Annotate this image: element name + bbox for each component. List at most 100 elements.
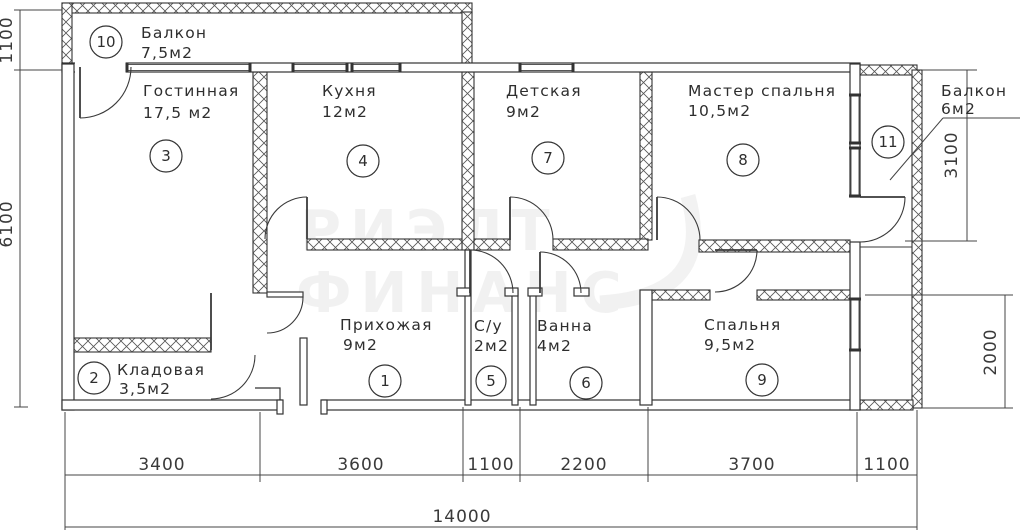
room-balcony10: Балкон 7,5м2 10 (89, 24, 207, 62)
room-master-number: 8 (738, 151, 748, 169)
dim-ticks-3100 (905, 69, 977, 242)
wall-nursery-master (639, 71, 653, 241)
wall-middle-a (306, 238, 463, 251)
watermark-swoosh (599, 194, 701, 311)
dim-left-1100: 1100 (0, 16, 17, 63)
room-living-area: 17,5 м2 (143, 104, 212, 122)
wall-stub-2 (504, 287, 519, 297)
wall-middle-c (552, 238, 649, 251)
room-nursery-area: 9м2 (506, 103, 541, 121)
plain-walls (61, 62, 861, 415)
door-arc-storage (210, 354, 256, 400)
room-bedroom-name: Спальня (704, 316, 781, 334)
door-arc-bath (539, 251, 582, 294)
room-storage-circle (77, 361, 111, 395)
dim-total-14000: 14000 (432, 507, 491, 527)
room-nursery: Детская 9м2 7 (506, 82, 582, 175)
window-bedroom (850, 299, 860, 351)
room-nursery-name: Детская (506, 82, 582, 100)
room-bath-circle (569, 366, 603, 400)
room-living-number: 3 (161, 147, 171, 165)
room-balcony11-number: 11 (878, 133, 897, 151)
wall-balcony10-right (461, 11, 473, 65)
door-arc-master (656, 196, 701, 241)
wall-wc-right (511, 289, 519, 406)
dim-bottom-3700: 3700 (728, 455, 775, 475)
wall-kitchen-nursery (461, 71, 475, 251)
room-storage-name: Кладовая (117, 361, 205, 379)
wall-balcony10-top (61, 2, 473, 14)
opening-balcony10-door (75, 62, 126, 73)
room-bedroom-circle (745, 363, 779, 397)
room-master-name: Мастер спальня (688, 82, 836, 100)
dim-bottom-1100a: 1100 (467, 455, 514, 475)
room-living: Гостинная 17,5 м2 3 (143, 82, 239, 173)
door-arc-balcony11 (859, 196, 906, 243)
wall-bottom-left (61, 399, 283, 411)
wall-balcony11-top (854, 64, 918, 76)
room-bath-area: 4м2 (537, 337, 572, 355)
room-kitchen-area: 12м2 (322, 103, 368, 121)
door-arc-living (266, 296, 304, 334)
door-arc-wc (469, 249, 514, 294)
room-master-circle (726, 143, 760, 177)
dim-ticks-2000 (865, 294, 1013, 409)
room-bath-name: Ванна (537, 317, 593, 335)
room-wc-circle (475, 365, 507, 397)
dim-ticks-left (14, 9, 62, 408)
room-balcony10-name: Балкон (141, 24, 207, 42)
wall-bottom-right-ext (859, 399, 914, 411)
room-storage: Кладовая 3,5м2 2 (77, 361, 205, 398)
watermark: РИЭЛТ ФИНАНС (296, 194, 701, 326)
dim-bottom-3600: 3600 (337, 455, 384, 475)
room-labels: Балкон 7,5м2 10 Гостинная 17,5 м2 3 Кухн… (77, 24, 1006, 400)
room-wc-area: 2м2 (474, 337, 509, 355)
wall-left (61, 63, 75, 411)
room-hall-name: Прихожая (340, 316, 433, 334)
windows (125, 62, 861, 352)
wall-stub-3 (527, 287, 543, 297)
room-master: Мастер спальня 10,5м2 8 (688, 82, 836, 177)
room-hall-area: 9м2 (343, 336, 378, 354)
balcony11-leader (889, 117, 1020, 181)
dim-bottom-1100b: 1100 (863, 455, 910, 475)
door-arc-balcony10 (79, 66, 132, 119)
room-hall: Прихожая 9м2 1 (340, 316, 433, 398)
door-arc-kitchen (264, 196, 308, 240)
wall-balcony10-left (61, 2, 73, 66)
wall-middle-b (473, 238, 511, 251)
entry-jamb-right (320, 399, 328, 415)
wall-balcony11-right (911, 69, 923, 409)
window-kitchen-1 (292, 64, 348, 71)
room-bath-number: 6 (581, 374, 591, 392)
wall-bath-left (529, 289, 537, 406)
wall-living-kitchen (252, 71, 268, 294)
wall-bottom-main (321, 399, 861, 411)
doors (79, 66, 912, 400)
room-bedroom-area: 9,5м2 (704, 336, 756, 354)
room-storage-area: 3,5м2 (119, 380, 171, 398)
room-master-area: 10,5м2 (688, 102, 751, 120)
watermark-line1: РИЭЛТ (300, 199, 559, 264)
room-hall-circle (368, 364, 402, 398)
room-balcony11-area: 6м2 (941, 100, 976, 118)
wall-stub-1 (456, 287, 471, 297)
room-bath: Ванна 4м2 6 (537, 317, 603, 400)
room-balcony11: Балкон 6м2 11 (871, 82, 1006, 159)
room-nursery-circle (531, 141, 565, 175)
window-kitchen-2 (351, 64, 401, 71)
room-balcony10-area: 7,5м2 (141, 44, 193, 62)
room-living-name: Гостинная (143, 82, 239, 100)
dimension-lines (14, 9, 1020, 530)
wall-storage-top (72, 337, 212, 353)
door-leaf-living (266, 291, 304, 298)
dim-bottom-2200: 2200 (560, 455, 607, 475)
room-bedroom: Спальня 9,5м2 9 (704, 316, 781, 397)
room-living-circle (149, 139, 183, 173)
wall-bath-bedroom (639, 289, 653, 406)
storage-corner-notch (255, 387, 281, 400)
dim-right-2000: 2000 (981, 328, 1001, 375)
room-wc: С/у 2м2 5 (474, 317, 509, 397)
room-kitchen-number: 4 (358, 152, 368, 170)
